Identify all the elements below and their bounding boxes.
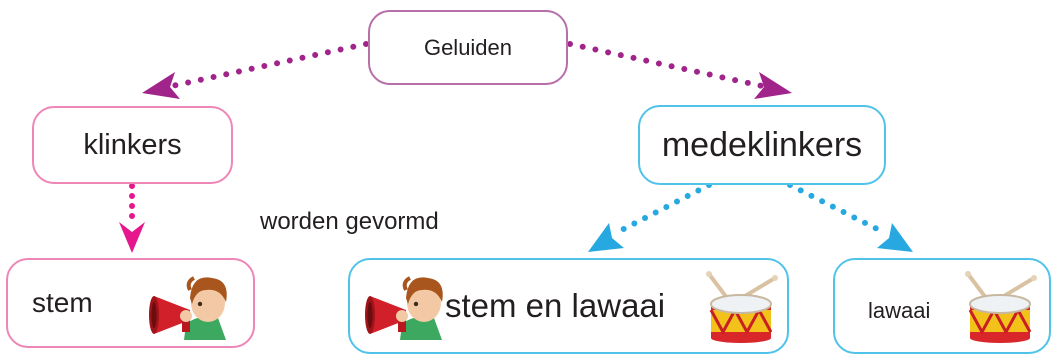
node-stem-label: stem <box>32 287 93 318</box>
arrow-root-to-klinkers <box>142 41 369 99</box>
node-klinkers: klinkers <box>32 106 233 184</box>
arrow-medeklinkers-to-stem-en-lawaai <box>588 182 712 252</box>
node-medeklinkers-label: medeklinkers <box>661 125 863 164</box>
node-geluiden: Geluiden <box>368 10 568 85</box>
child-megaphone-icon <box>149 276 227 340</box>
drum-icon <box>965 271 1037 343</box>
arrow-root-to-medeklinkers <box>567 41 792 99</box>
child-megaphone-icon <box>365 276 443 340</box>
arrow-medeklinkers-to-lawaai <box>787 182 913 252</box>
node-geluiden-label: Geluiden <box>423 34 513 60</box>
node-lawaai-label: lawaai <box>868 298 931 323</box>
connector-label: worden gevormd <box>260 208 439 235</box>
node-klinkers-label: klinkers <box>83 128 182 161</box>
node-medeklinkers: medeklinkers <box>638 105 886 185</box>
drum-icon <box>706 271 778 343</box>
node-stem-en-lawaai-label: stem en lawaai <box>445 287 666 324</box>
arrow-klinkers-to-stem <box>119 183 145 253</box>
